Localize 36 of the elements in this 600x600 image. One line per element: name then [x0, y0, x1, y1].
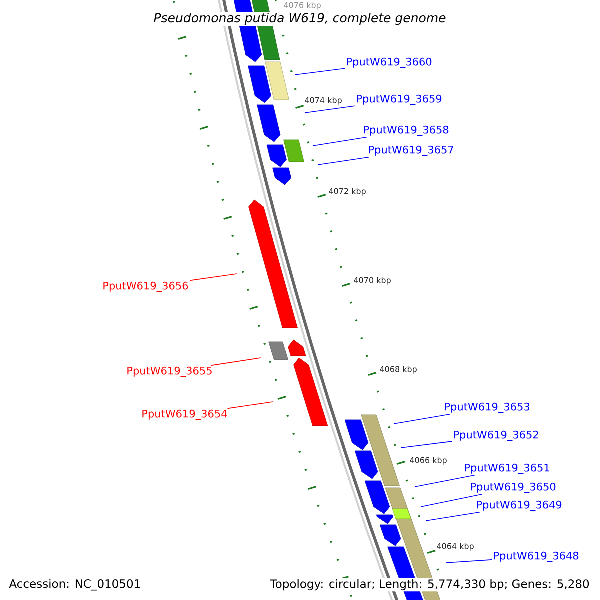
- tick-label: 4074 kbp: [304, 96, 343, 106]
- tick-label: 4072 kbp: [328, 188, 367, 196]
- leader-line: [190, 274, 238, 282]
- leader-line: [426, 512, 480, 522]
- accession-text: Accession: NC_010501: [8, 578, 142, 592]
- gene-label: PputW619_3653: [445, 402, 530, 414]
- gene-label: PputW619_3656: [104, 282, 188, 292]
- leader-line: [414, 474, 476, 488]
- gene-label: PputW619_3659: [357, 94, 442, 106]
- gene-label: PputW619_3649: [477, 500, 562, 512]
- gene-label: PputW619_3660: [347, 58, 432, 68]
- leader-line: [318, 156, 370, 166]
- leader-line: [304, 106, 356, 114]
- leader-line: [312, 136, 368, 146]
- gene-label: PputW619_3651: [465, 464, 550, 474]
- gene-label: PputW619_3654: [142, 410, 228, 420]
- gene-label: PputW619_3648: [494, 552, 579, 562]
- gene-label: PputW619_3655: [128, 366, 212, 378]
- gene-label: PputW619_3650: [471, 482, 556, 494]
- tick-label: 4066 kbp: [409, 456, 448, 466]
- leader-line: [400, 441, 452, 448]
- leader-line: [210, 358, 262, 366]
- tick-label: 4064 kbp: [436, 542, 475, 552]
- gene-label: PputW619_3657: [369, 146, 454, 156]
- leader-line: [294, 68, 346, 76]
- leader-line: [227, 402, 274, 410]
- leader-line: [394, 414, 451, 424]
- title: Pseudomonas putida W619, complete genome: [152, 12, 448, 26]
- tick-label: 4068 kbp: [379, 366, 418, 374]
- tick-label: 4070 kbp: [353, 276, 392, 286]
- gene-label: PputW619_3652: [454, 430, 538, 442]
- gene-label: PputW619_3658: [364, 126, 449, 136]
- leader-line: [446, 560, 492, 564]
- genome-info-text: Topology: circular; Length: 5,774,330 bp; Genes: 5,280: [269, 578, 591, 592]
- tick-label: 4076 kbp: [283, 2, 322, 10]
- leader-line: [420, 494, 483, 508]
